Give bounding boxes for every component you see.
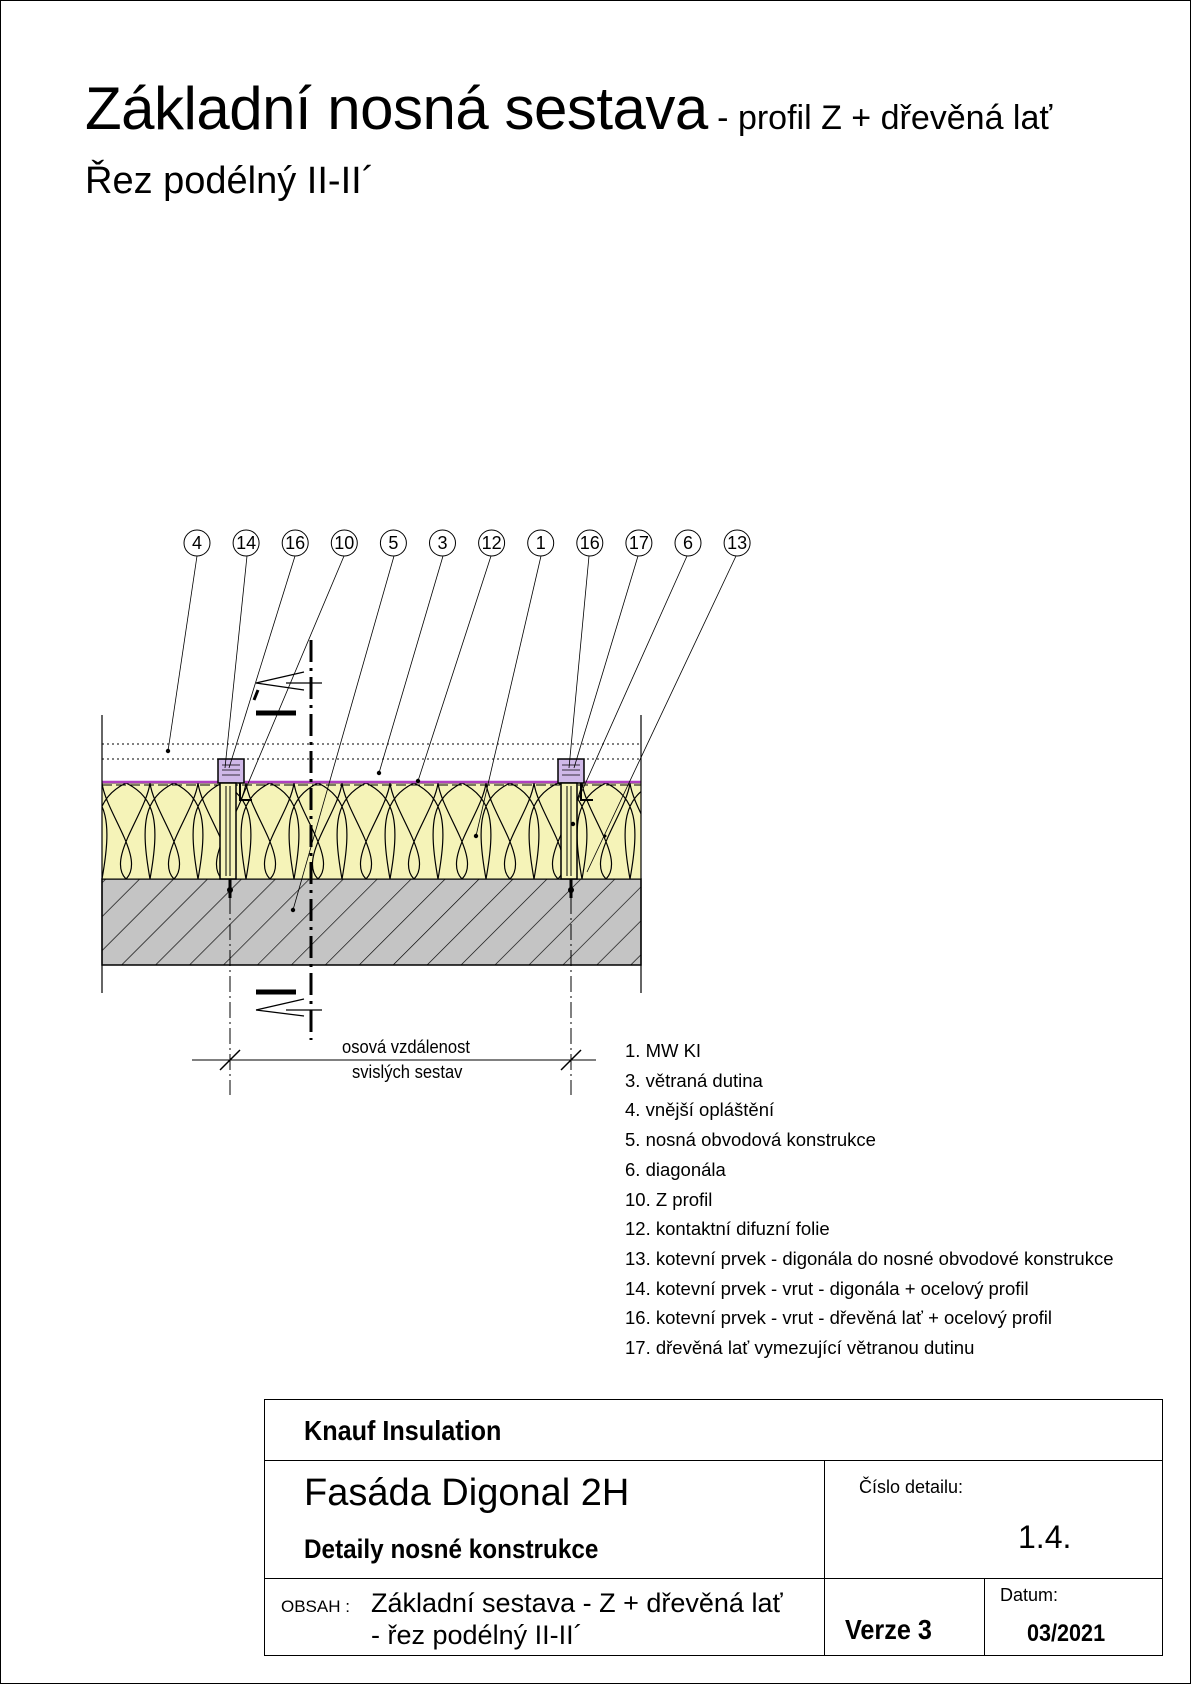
legend-item: 5. nosná obvodová konstrukce xyxy=(625,1129,876,1151)
section-cut-marker xyxy=(252,640,322,1040)
content-line-2: - řez podélný II-II´ xyxy=(371,1620,583,1650)
dimension-label-1: osová vzdálenost xyxy=(342,1037,470,1057)
detail-number-label: Číslo detailu: xyxy=(859,1477,964,1497)
legend-item: 12. kontaktní difuzní folie xyxy=(625,1218,830,1240)
insulation-loops xyxy=(102,783,641,879)
legend-list: 1. MW KI 3. větraná dutina 4. vnější opláš… xyxy=(625,1036,1114,1363)
callout-label-13: 13 xyxy=(727,533,747,553)
assembly-left xyxy=(217,758,252,898)
title-block-col-divider-1 xyxy=(824,1460,825,1656)
legend-item: 17. dřevěná lať vymezující větranou duti… xyxy=(625,1337,975,1359)
callout-circle-1 xyxy=(527,529,555,557)
callout-circle-16 xyxy=(281,529,309,557)
page-title: Základní nosná sestava - profil Z + dřev… xyxy=(85,74,1052,143)
insulation-pattern xyxy=(102,783,641,879)
title-block-col-divider-2 xyxy=(984,1578,985,1656)
callout-label-16: 16 xyxy=(285,533,305,553)
callout-circle-4 xyxy=(183,529,211,557)
legend-item: 4. vnější opláštění xyxy=(625,1099,775,1121)
callout-circle-5 xyxy=(379,529,407,557)
legend-item: 6. diagonála xyxy=(625,1158,726,1180)
legend-item: 13. kotevní prvek - digonála do nosné ob… xyxy=(625,1247,1114,1269)
content-label: OBSAH : xyxy=(281,1597,350,1616)
dimension-label-2: svislých sestav xyxy=(352,1062,463,1082)
legend-item: 16. kotevní prvek - vrut - dřevěná lať +… xyxy=(625,1307,1052,1329)
callout-label-14: 14 xyxy=(236,533,256,553)
leader-dots xyxy=(165,748,607,913)
title-block-row-divider-2 xyxy=(264,1578,1163,1579)
callout-circle-10 xyxy=(330,529,358,557)
callout-circle-6 xyxy=(674,529,702,557)
title-block xyxy=(264,1399,1163,1656)
callout-label-5: 5 xyxy=(388,533,398,553)
masonry-wall xyxy=(101,878,642,966)
section-name: Detaily nosné konstrukce xyxy=(304,1534,599,1564)
detail-number: 1.4. xyxy=(1018,1519,1072,1555)
legend-item: 10. Z profil xyxy=(625,1188,713,1210)
callout-label-12: 12 xyxy=(482,533,502,553)
callout-circle-12 xyxy=(478,529,506,557)
legend-item: 3. větraná dutina xyxy=(625,1069,763,1091)
callout-label-6: 6 xyxy=(683,533,693,553)
title-main: Základní nosná sestava xyxy=(85,75,708,142)
leader-lines xyxy=(167,555,737,911)
date-label: Datum: xyxy=(1000,1585,1059,1605)
callout-label-16: 16 xyxy=(580,533,600,553)
callout-circle-13 xyxy=(723,529,751,557)
content-line-1: Základní sestava - Z + dřevěná lať xyxy=(371,1588,783,1618)
version: Verze 3 xyxy=(845,1614,932,1645)
callout-circle-14 xyxy=(232,529,260,557)
date: 03/2021 xyxy=(1027,1620,1106,1647)
title-suffix: - profil Z + dřevěná lať xyxy=(707,99,1053,137)
callout-bubbles: 4 14 16 10 5 3 12 1 16 17 6 13 xyxy=(183,529,751,557)
dimension-line xyxy=(192,1049,596,1071)
callout-circle-3 xyxy=(429,529,456,557)
callout-label-1: 1 xyxy=(536,533,546,553)
callout-label-10: 10 xyxy=(334,533,354,553)
legend-item: 1. MW KI xyxy=(625,1040,702,1061)
callout-label-4: 4 xyxy=(192,533,202,553)
title-block-row-divider-1 xyxy=(264,1460,1163,1461)
callout-circle-17 xyxy=(625,529,653,557)
assembly-right xyxy=(557,758,593,898)
callout-label-3: 3 xyxy=(437,533,447,553)
page-subtitle: Řez podélný II-II´ xyxy=(85,160,375,202)
callout-circle-16 xyxy=(576,529,604,557)
legend-item: 14. kotevní prvek - vrut - digonála + oc… xyxy=(625,1277,1029,1299)
company-name: Knauf Insulation xyxy=(304,1415,502,1446)
callout-label-17: 17 xyxy=(629,533,649,553)
project-name: Fasáda Digonal 2H xyxy=(304,1472,630,1514)
